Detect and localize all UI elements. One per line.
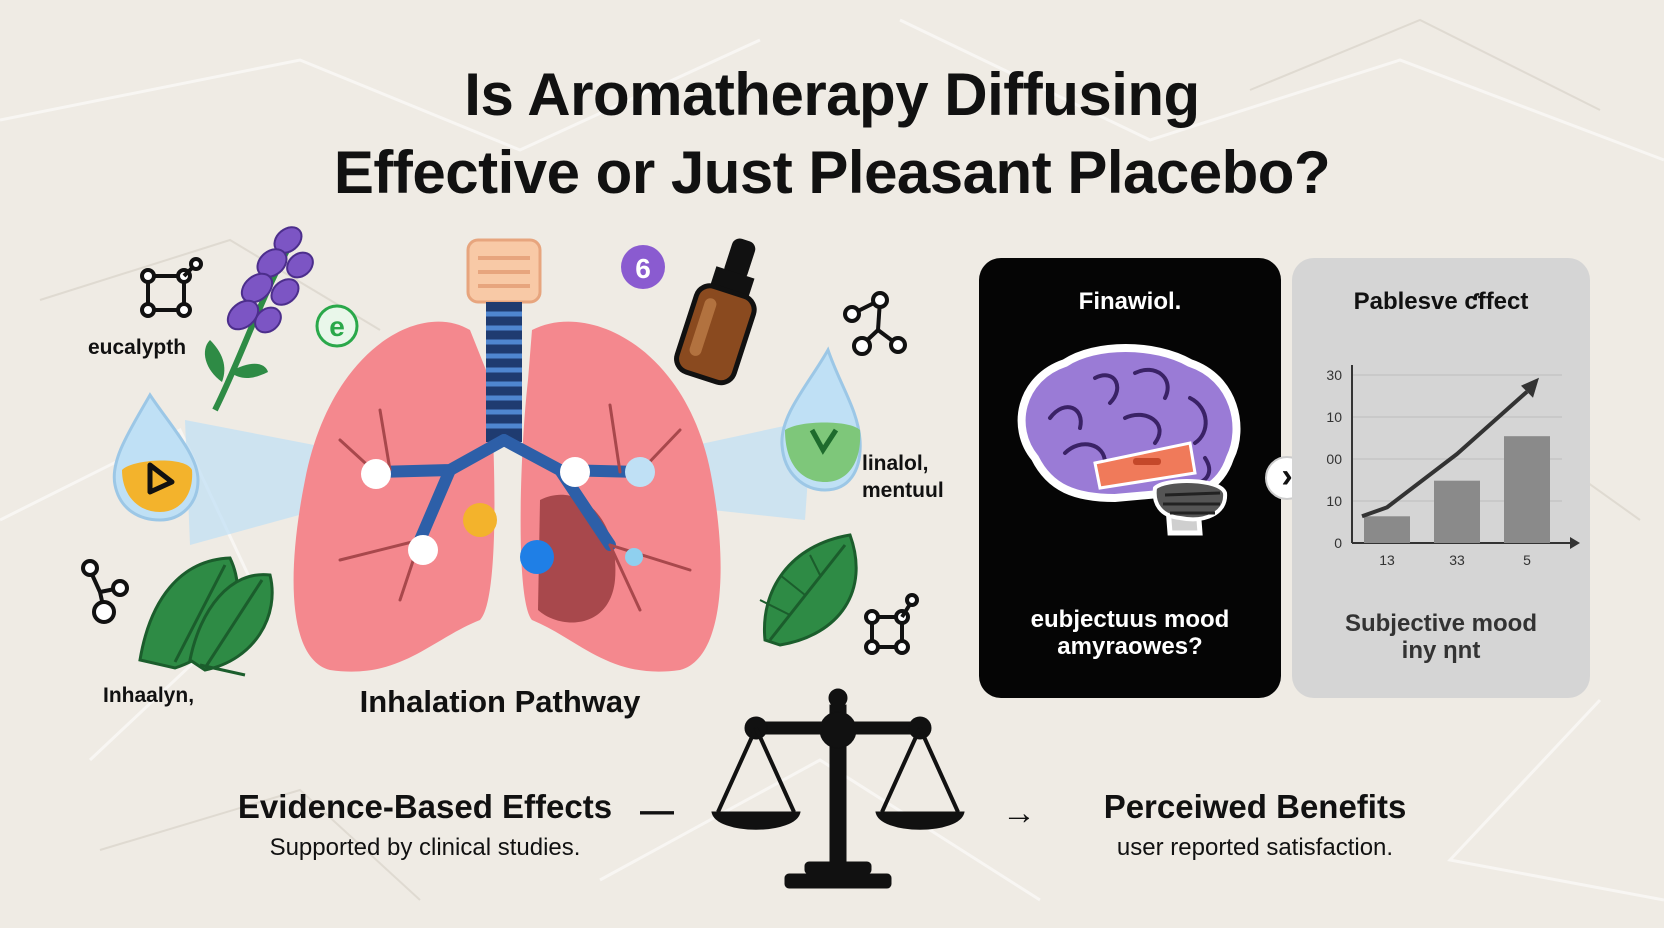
lavender-leaf-icon [204,340,225,382]
molecule-icon [843,291,907,356]
purple-badge-icon: 6 [621,245,665,289]
y-tick-label: 30 [1326,367,1342,383]
alveoli-node [625,457,655,487]
y-tick-label: 0 [1334,535,1342,551]
right-connector-arrow: → [1002,794,1036,832]
green-e-badge-icon: e [315,304,359,348]
essential-oil-bottle-icon [674,238,757,386]
panel-caption-line-2: amyraoweѕ? [1057,633,1203,660]
perceived-benefits-subtext: user reported satisfaction. [1116,834,1394,861]
balance-scale-icon [711,688,965,889]
oil-droplet-icon [112,392,200,522]
placebo-bar-chart: 30 10 00 10 0 13 33 5 [1326,365,1580,568]
alveoli-node [408,535,438,565]
panel-caption: Subjective mood iny ηnt [1292,610,1590,664]
title-line-2: Effective or Just Pleasant Placebo? [333,139,1331,206]
trend-arrowhead [1521,377,1539,398]
panel-caption: eubjectuus mood amyraoweѕ? [979,606,1281,660]
evidence-subtext: Supported by clinical studies. [269,834,581,861]
inhalation-illustration: e 6 [81,226,965,889]
panel-title: Finawiol. [1078,288,1182,315]
trend-line [1361,390,1529,519]
y-tick-label: 10 [1326,409,1342,425]
evidence-heading: Evidence-Based Effects [237,788,613,825]
panel-caption-line-2: iny ηnt [1401,637,1481,664]
lavender-icon [226,226,314,334]
title-line-1: Is Aromatherapy Diffusing [464,61,1200,128]
panel-caption-line-1: Subjective mood [1344,610,1538,637]
x-axis-arrowhead [1570,537,1580,549]
purple-badge-letter: 6 [635,253,651,284]
physiological-effect-panel: Finawiol. eubjectuus mood amyraoweѕ? [979,258,1281,698]
oil-droplet-icon [780,346,862,492]
molecule-icon [864,593,919,655]
inhalation-pathway-label: Inhalation Pathway [359,684,641,719]
brain-icon [1017,344,1241,536]
y-tick-label: 10 [1326,493,1342,509]
placebo-effect-panel: Pablesve ƈffect 30 10 00 10 0 13 33 5 Subjectiv… [1292,258,1590,698]
lavender-leaf-icon [230,363,268,378]
aroma-particle [520,540,554,574]
x-tick-label: 33 [1449,552,1465,568]
molecule-icon [81,559,129,624]
mint-leaf-icon [138,556,274,677]
molecule-icon [140,257,203,318]
aroma-particle [463,503,497,537]
perceived-benefits-heading: Perceiwed Benefits [1103,788,1407,825]
chart-bar [1504,436,1550,543]
y-tick-label: 00 [1326,451,1342,467]
molecule-label-inhaalyn: Inhaalyn, [103,684,195,707]
x-tick-label: 13 [1379,552,1395,568]
left-connector-dash: — [640,792,674,830]
mint-leaf-icon [759,533,858,647]
aroma-particle [625,548,643,566]
panel-title: Pablesve ƈffect [1353,288,1529,315]
main-title: Is Aromatherapy Diffusing Effective or J… [0,56,1664,212]
x-tick-label: 5 [1523,552,1531,568]
left-lung [293,321,495,672]
molecule-label-linalool: linalol, mentuul [862,452,944,502]
molecule-label-eucalyptus: eucalypth [88,336,187,359]
panel-caption-line-1: eubjectuus mood [1030,606,1230,633]
chart-bar [1434,480,1480,543]
alveoli-node [560,457,590,487]
alveoli-node [361,459,391,489]
green-badge-letter: e [329,311,345,342]
chart-bar [1364,516,1410,543]
